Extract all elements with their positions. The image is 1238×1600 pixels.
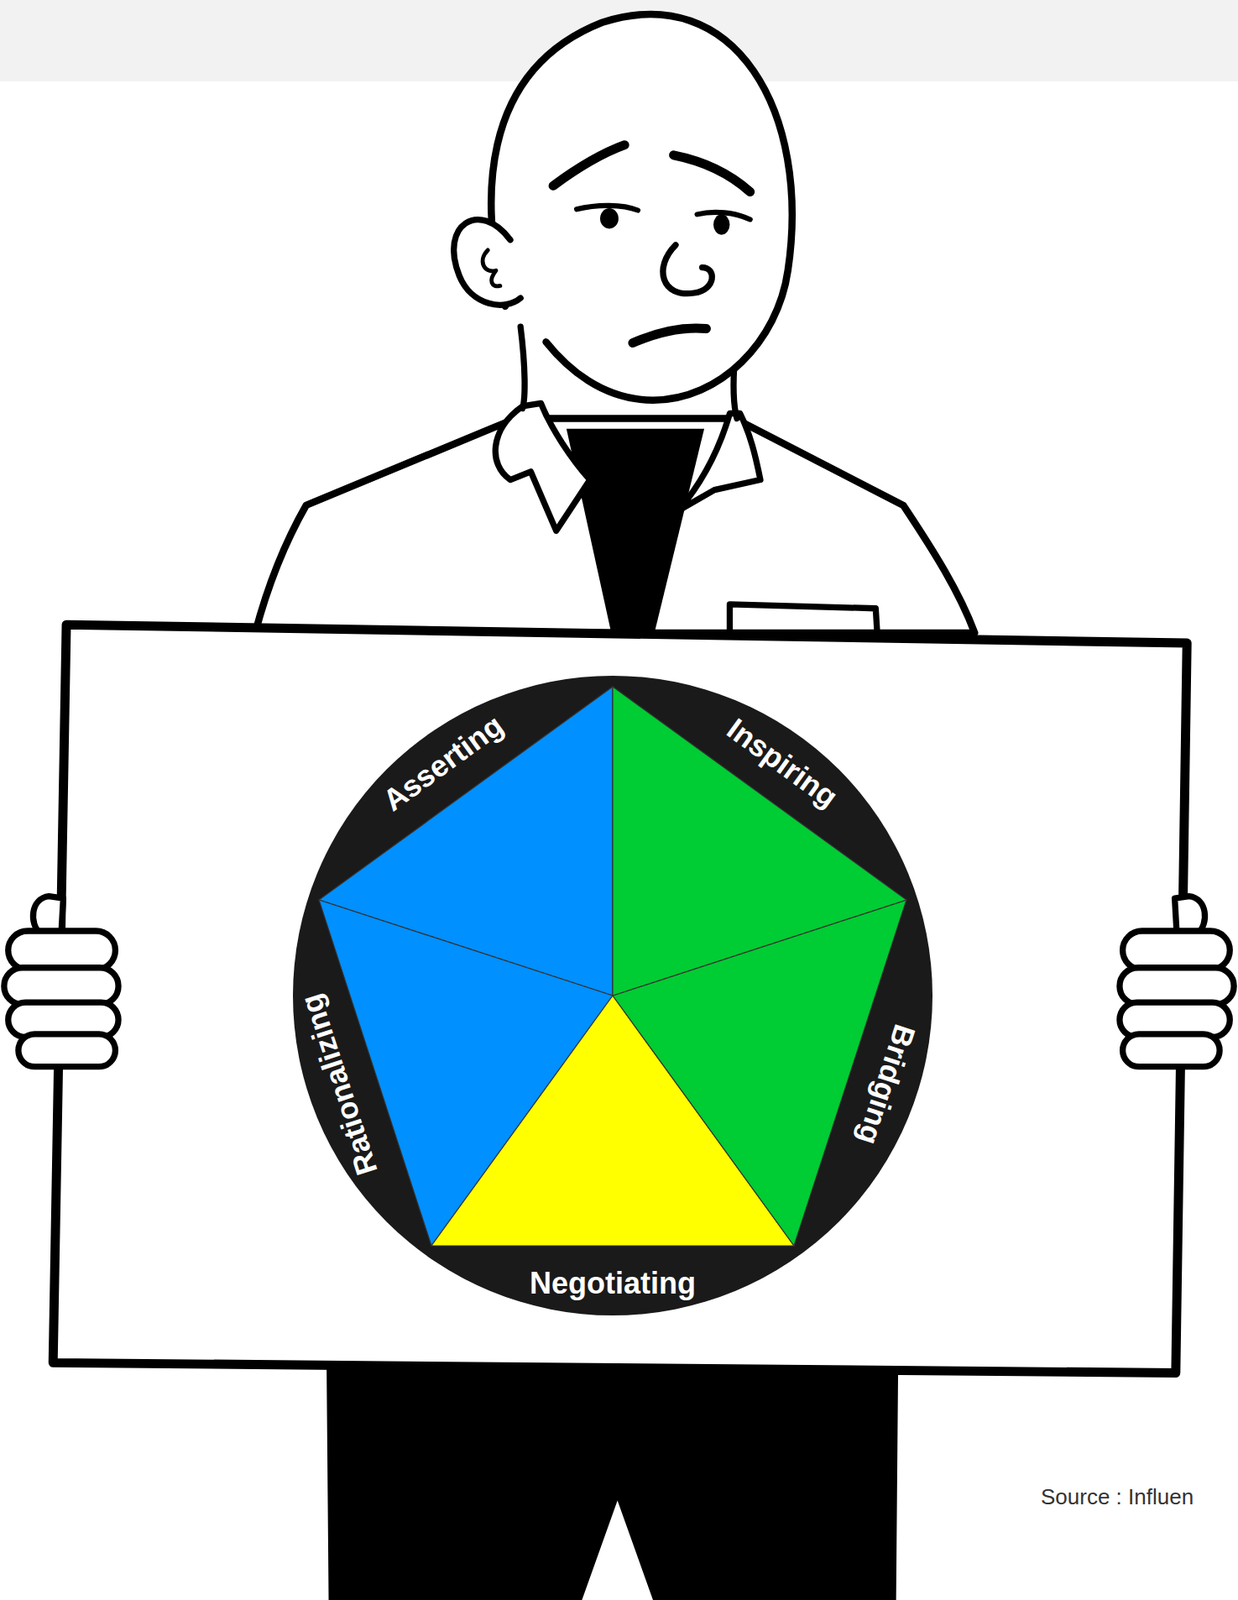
legs	[326, 1367, 899, 1600]
collar-right	[679, 412, 761, 511]
eyebrow	[553, 145, 625, 187]
hand-right	[1119, 896, 1234, 1067]
ring	[292, 675, 933, 1316]
eyebrow	[673, 155, 751, 193]
green-segment	[612, 686, 907, 996]
style-label: Rationalizing	[295, 990, 382, 1179]
eye	[600, 208, 619, 229]
collar-left	[495, 402, 591, 531]
style-label: Inspiring	[721, 712, 843, 812]
man-figure	[4, 14, 1234, 1600]
head	[491, 14, 792, 401]
ear	[454, 219, 522, 306]
neck	[520, 326, 525, 408]
style-label: Negotiating	[529, 1268, 696, 1299]
mouth	[632, 328, 707, 344]
influence-wheel	[292, 675, 933, 1316]
style-label: Bridging	[852, 1020, 920, 1149]
hand-left	[4, 896, 119, 1067]
nose	[663, 245, 712, 294]
eye	[713, 214, 730, 235]
t-shirt	[566, 428, 705, 638]
source-note: Source : Influen	[1040, 1485, 1194, 1508]
board	[52, 624, 1187, 1373]
style-label: Asserting	[378, 709, 509, 816]
ear-inner	[482, 250, 501, 287]
